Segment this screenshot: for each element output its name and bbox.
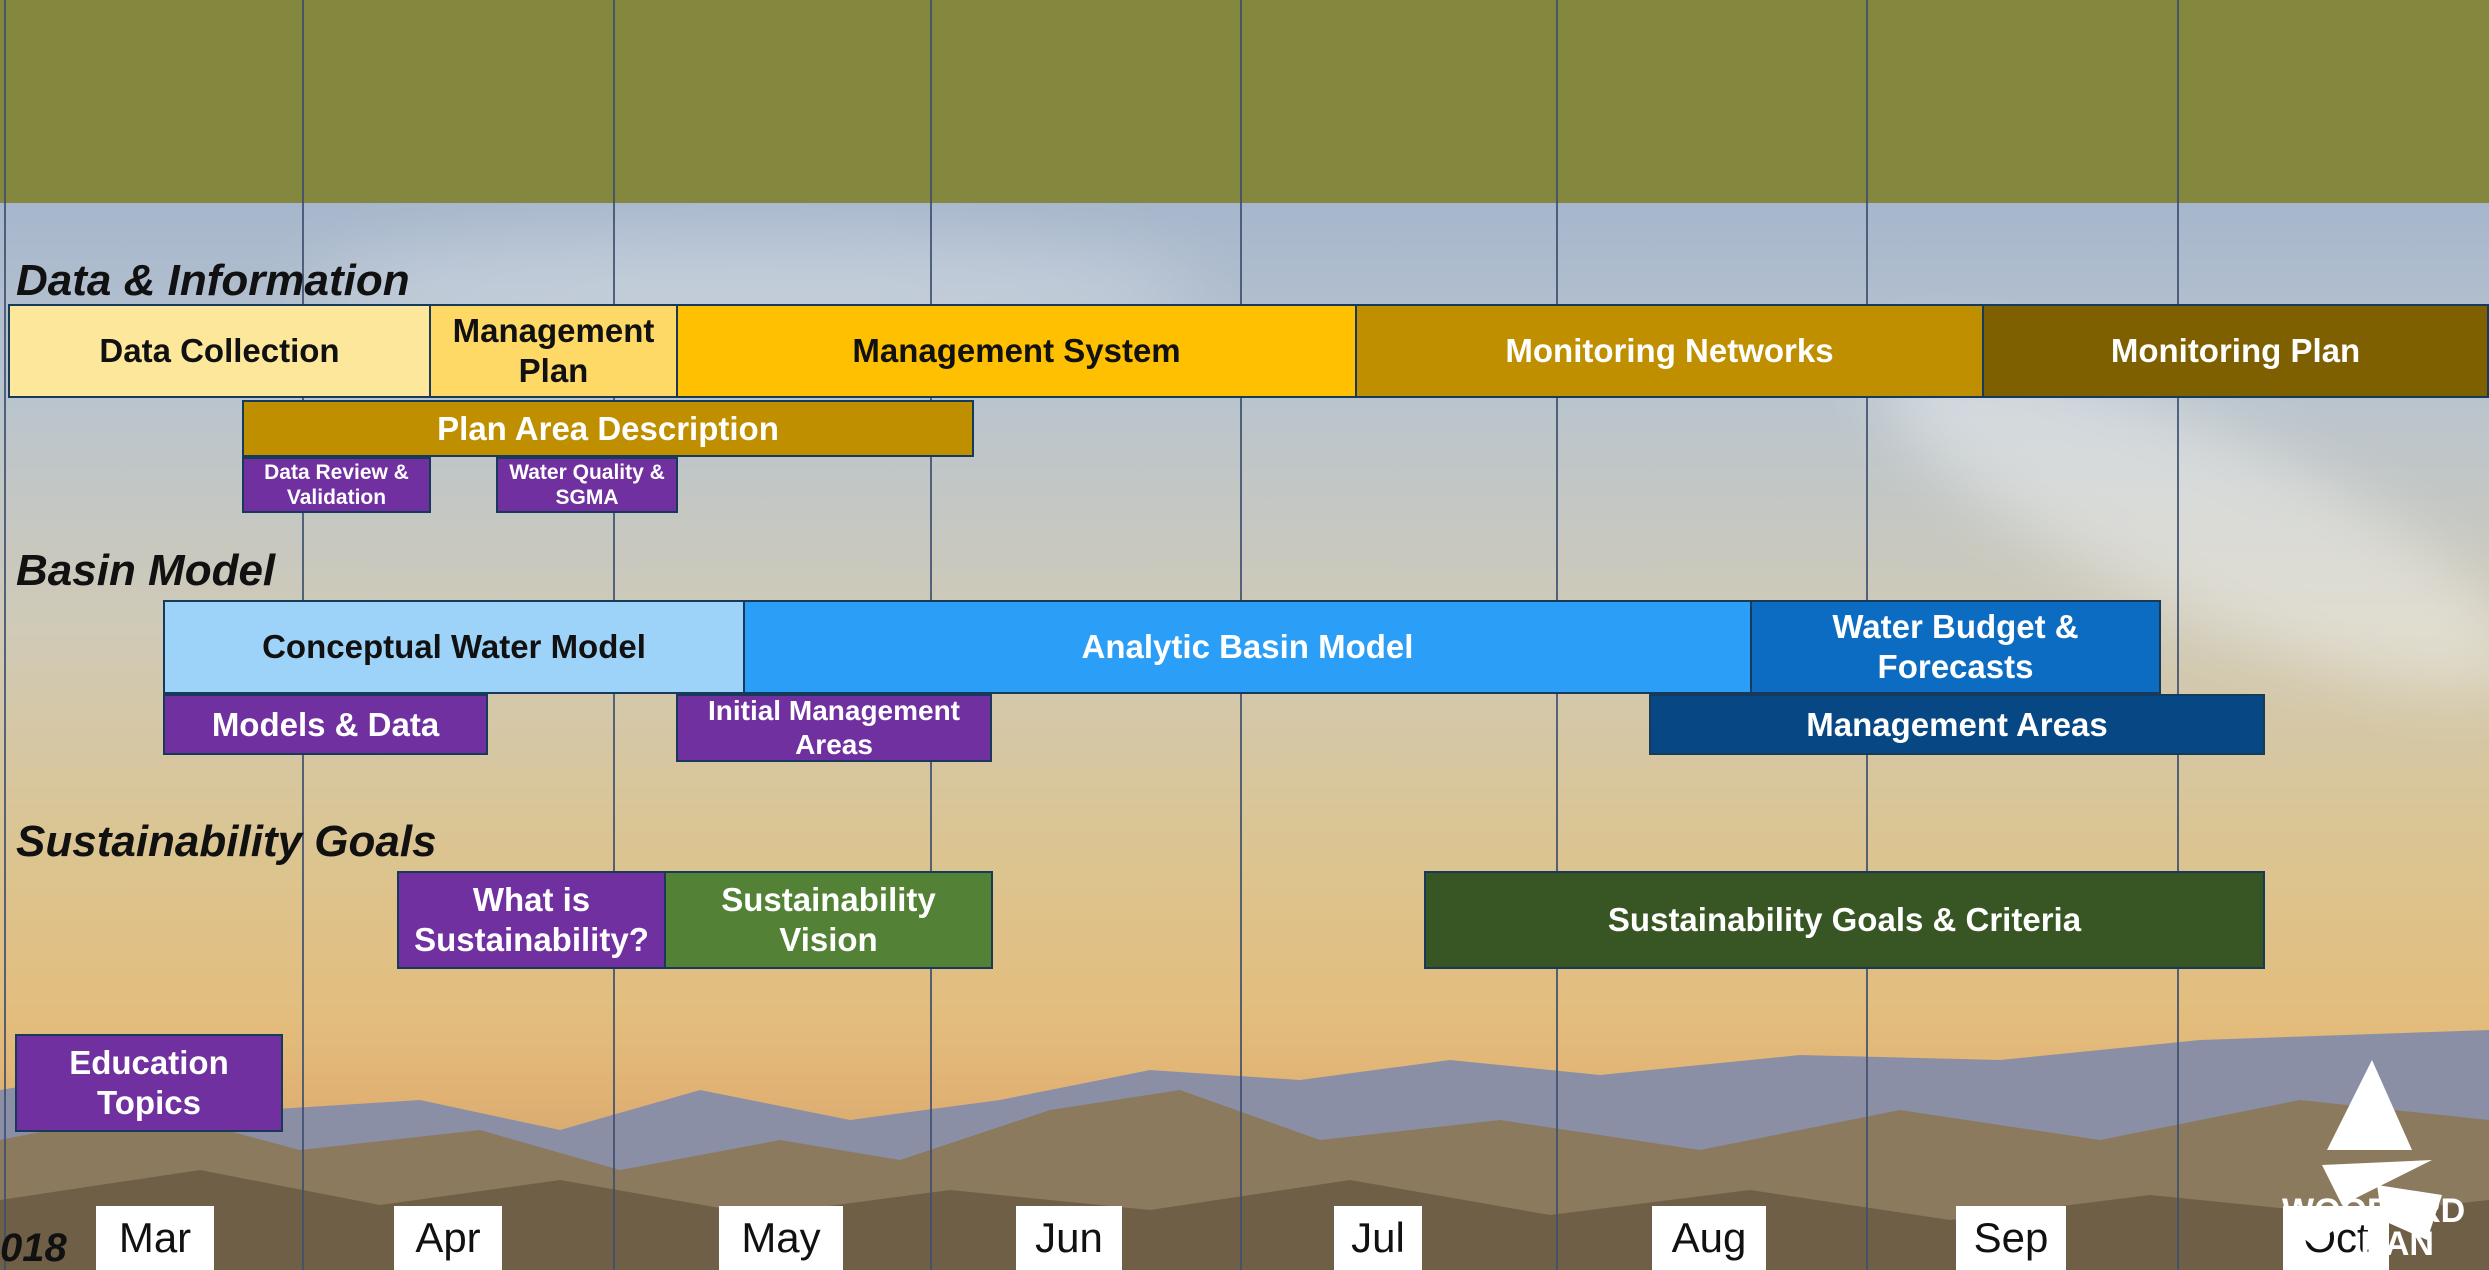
logo-text-line2: RAN — [2360, 1225, 2434, 1264]
section-title-data-information: Data & Information — [16, 256, 410, 305]
month-label: Aug — [1652, 1206, 1766, 1270]
mountain-backdrop — [0, 1030, 2489, 1270]
section-title-sustainability-goals: Sustainability Goals — [16, 817, 437, 866]
month-label: Jul — [1334, 1206, 1422, 1270]
bar-conceptual-water-model: Conceptual Water Model — [163, 600, 745, 694]
bar-management-plan: Management Plan — [429, 304, 678, 398]
gridline — [2177, 0, 2179, 1270]
month-label: May — [719, 1206, 843, 1270]
gridline — [4, 0, 6, 1270]
month-label: Jun — [1016, 1206, 1122, 1270]
bar-data-review-validation: Data Review & Validation — [242, 457, 431, 513]
bar-what-is-sustainability: What is Sustainability? — [397, 871, 666, 969]
month-label: Sep — [1956, 1206, 2066, 1270]
bar-monitoring-plan: Monitoring Plan — [1982, 304, 2489, 398]
bar-management-areas: Management Areas — [1649, 694, 2265, 755]
bar-models-data: Models & Data — [163, 694, 488, 755]
bar-sustainability-vision: Sustainability Vision — [664, 871, 993, 969]
month-label: Apr — [394, 1206, 502, 1270]
section-title-basin-model: Basin Model — [16, 546, 276, 595]
bar-initial-management-areas: Initial Management Areas — [676, 694, 992, 762]
bar-management-system: Management System — [676, 304, 1357, 398]
woodard-curran-logo-icon — [2287, 1060, 2442, 1245]
bar-plan-area-description: Plan Area Description — [242, 400, 974, 457]
bar-water-quality-sgma: Water Quality & SGMA — [496, 457, 678, 513]
bar-water-budget-forecasts: Water Budget & Forecasts — [1750, 600, 2161, 694]
bar-education-topics: Education Topics — [15, 1034, 283, 1132]
bar-data-collection: Data Collection — [8, 304, 431, 398]
bar-analytic-basin-model: Analytic Basin Model — [743, 600, 1752, 694]
month-label: Mar — [96, 1206, 214, 1270]
year-label: 018 — [0, 1226, 67, 1270]
logo-text-line1: WOODARD — [2282, 1192, 2466, 1230]
header-band — [0, 0, 2489, 203]
bar-monitoring-networks: Monitoring Networks — [1355, 304, 1984, 398]
bar-sustainability-goals-criteria: Sustainability Goals & Criteria — [1424, 871, 2265, 969]
logo-text: WOODARD RAN — [2282, 1192, 2466, 1264]
